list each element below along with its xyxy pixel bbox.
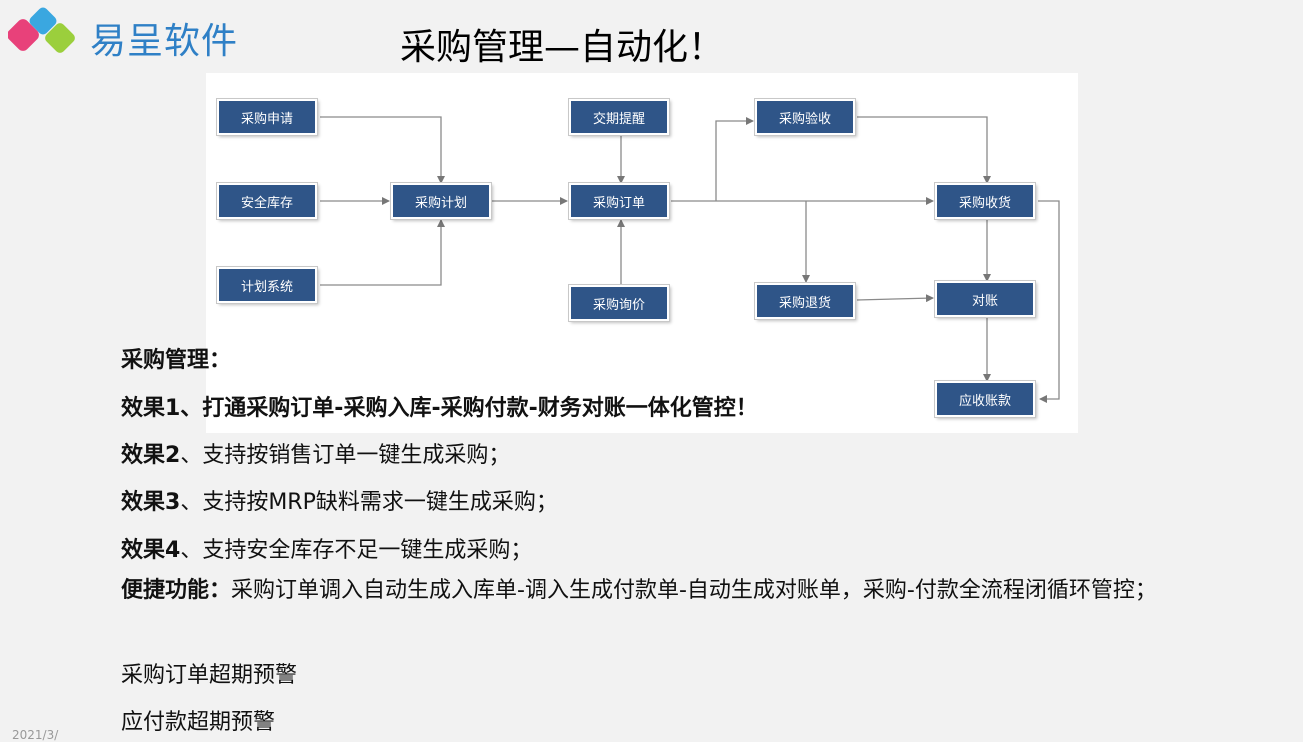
effect-3-label: 效果3 bbox=[121, 490, 181, 515]
po-overdue-warning: 采购订单超期预警 bbox=[121, 663, 298, 688]
page-title: 采购管理—自动化！ bbox=[400, 27, 725, 68]
node-purchase-order: 采购订单 bbox=[569, 183, 669, 219]
company-logo: 易呈软件 bbox=[7, 4, 278, 64]
logo-icon bbox=[7, 7, 75, 53]
effect-4-label: 效果4 bbox=[121, 538, 181, 563]
effect-2-text: 、支持按销售订单一键生成采购； bbox=[180, 443, 511, 468]
connector-return-to-reconciliation bbox=[856, 294, 934, 303]
effect-3: 效果3、支持按MRP缺料需求一键生成采购； bbox=[121, 484, 558, 516]
effect-1: 效果1、打通采购订单-采购入库-采购付款-财务对账一体化管控！ bbox=[121, 396, 758, 421]
slide-date: 2021/3/ bbox=[12, 728, 59, 742]
convenience-text: 采购订单调入自动生成入库单-调入生成付款单-自动生成对账单，采购-付款全流程闭循… bbox=[231, 578, 1157, 603]
convenience-label: 便捷功能： bbox=[121, 578, 232, 603]
node-purchase-receipt: 采购收货 bbox=[935, 183, 1035, 219]
connector-inspection-to-receipt bbox=[857, 116, 991, 184]
node-safety-stock: 安全库存 bbox=[217, 183, 317, 219]
node-delivery-reminder: 交期提醒 bbox=[569, 99, 669, 135]
payable-overdue-warning: 应付款超期预警 bbox=[121, 710, 276, 735]
convenience-feature: 便捷功能：采购订单调入自动生成入库单-调入生成付款单-自动生成对账单，采购-付款… bbox=[121, 578, 1281, 604]
connector-system-to-plan bbox=[320, 219, 445, 286]
node-planning-system: 计划系统 bbox=[217, 267, 317, 303]
connector-request-to-plan bbox=[320, 116, 445, 184]
node-reconciliation: 对账 bbox=[935, 281, 1035, 317]
node-purchase-return: 采购退货 bbox=[755, 283, 855, 319]
node-receivables: 应收账款 bbox=[935, 381, 1035, 417]
connector-order-to-inspection bbox=[715, 117, 754, 201]
effect-2-label: 效果2 bbox=[121, 443, 181, 468]
effect-2: 效果2、支持按销售订单一键生成采购； bbox=[121, 437, 510, 469]
connector-receipt-to-receivables bbox=[1038, 200, 1060, 403]
effect-3-text: 、支持按MRP缺料需求一键生成采购； bbox=[180, 490, 558, 515]
section-heading: 采购管理： bbox=[121, 348, 232, 373]
node-purchase-request: 采购申请 bbox=[217, 99, 317, 135]
node-purchase-inquiry: 采购询价 bbox=[569, 285, 669, 321]
effect-4: 效果4、支持安全库存不足一键生成采购； bbox=[121, 532, 532, 564]
effect-4-text: 、支持安全库存不足一键生成采购； bbox=[180, 538, 533, 563]
node-purchase-plan: 采购计划 bbox=[391, 183, 491, 219]
logo-text: 易呈软件 bbox=[90, 21, 239, 62]
node-purchase-inspection: 采购验收 bbox=[755, 99, 855, 135]
